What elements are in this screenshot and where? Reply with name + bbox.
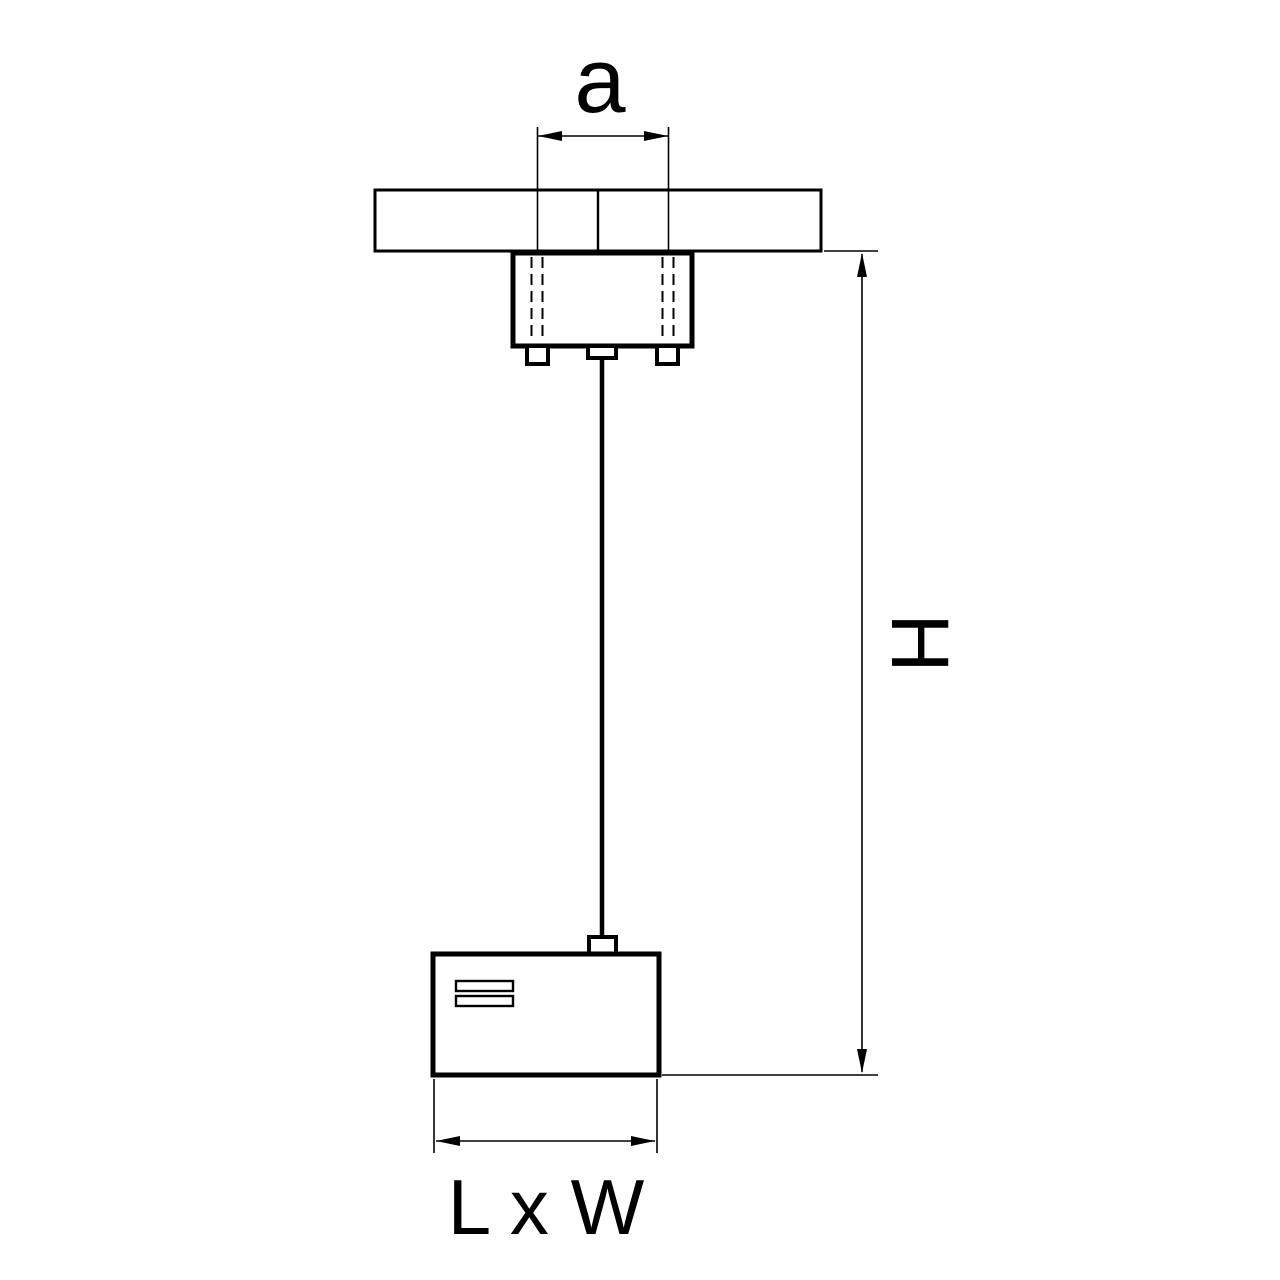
fixture-body <box>430 951 662 1078</box>
arrowhead-right <box>644 131 668 141</box>
suspension-rod <box>587 358 618 956</box>
arrowhead-left <box>538 131 562 141</box>
dimension-label-a: a <box>574 30 626 132</box>
dimension-label-lxw: L x W <box>448 1163 645 1251</box>
dimension-h: H <box>662 250 965 1076</box>
dimension-lxw: L x W <box>433 1079 658 1251</box>
arrowhead-top <box>857 253 867 277</box>
fixture-label-line-2 <box>454 994 515 1008</box>
ceiling-section <box>373 188 823 253</box>
mounting-canopy <box>510 250 695 366</box>
fixture-label-line-1 <box>454 979 515 993</box>
screw-head-right <box>655 344 680 366</box>
rod-bottom-coupler <box>587 935 618 956</box>
rod-top-coupler <box>586 344 618 360</box>
fixture-housing <box>430 951 662 1078</box>
arrowhead-right <box>631 1136 655 1146</box>
dimension-label-h: H <box>874 613 965 672</box>
screw-head-left <box>525 344 550 366</box>
arrowhead-bottom <box>857 1049 867 1073</box>
canopy-body <box>510 250 695 349</box>
arrowhead-left <box>436 1136 460 1146</box>
dimension-a: a <box>536 30 670 253</box>
